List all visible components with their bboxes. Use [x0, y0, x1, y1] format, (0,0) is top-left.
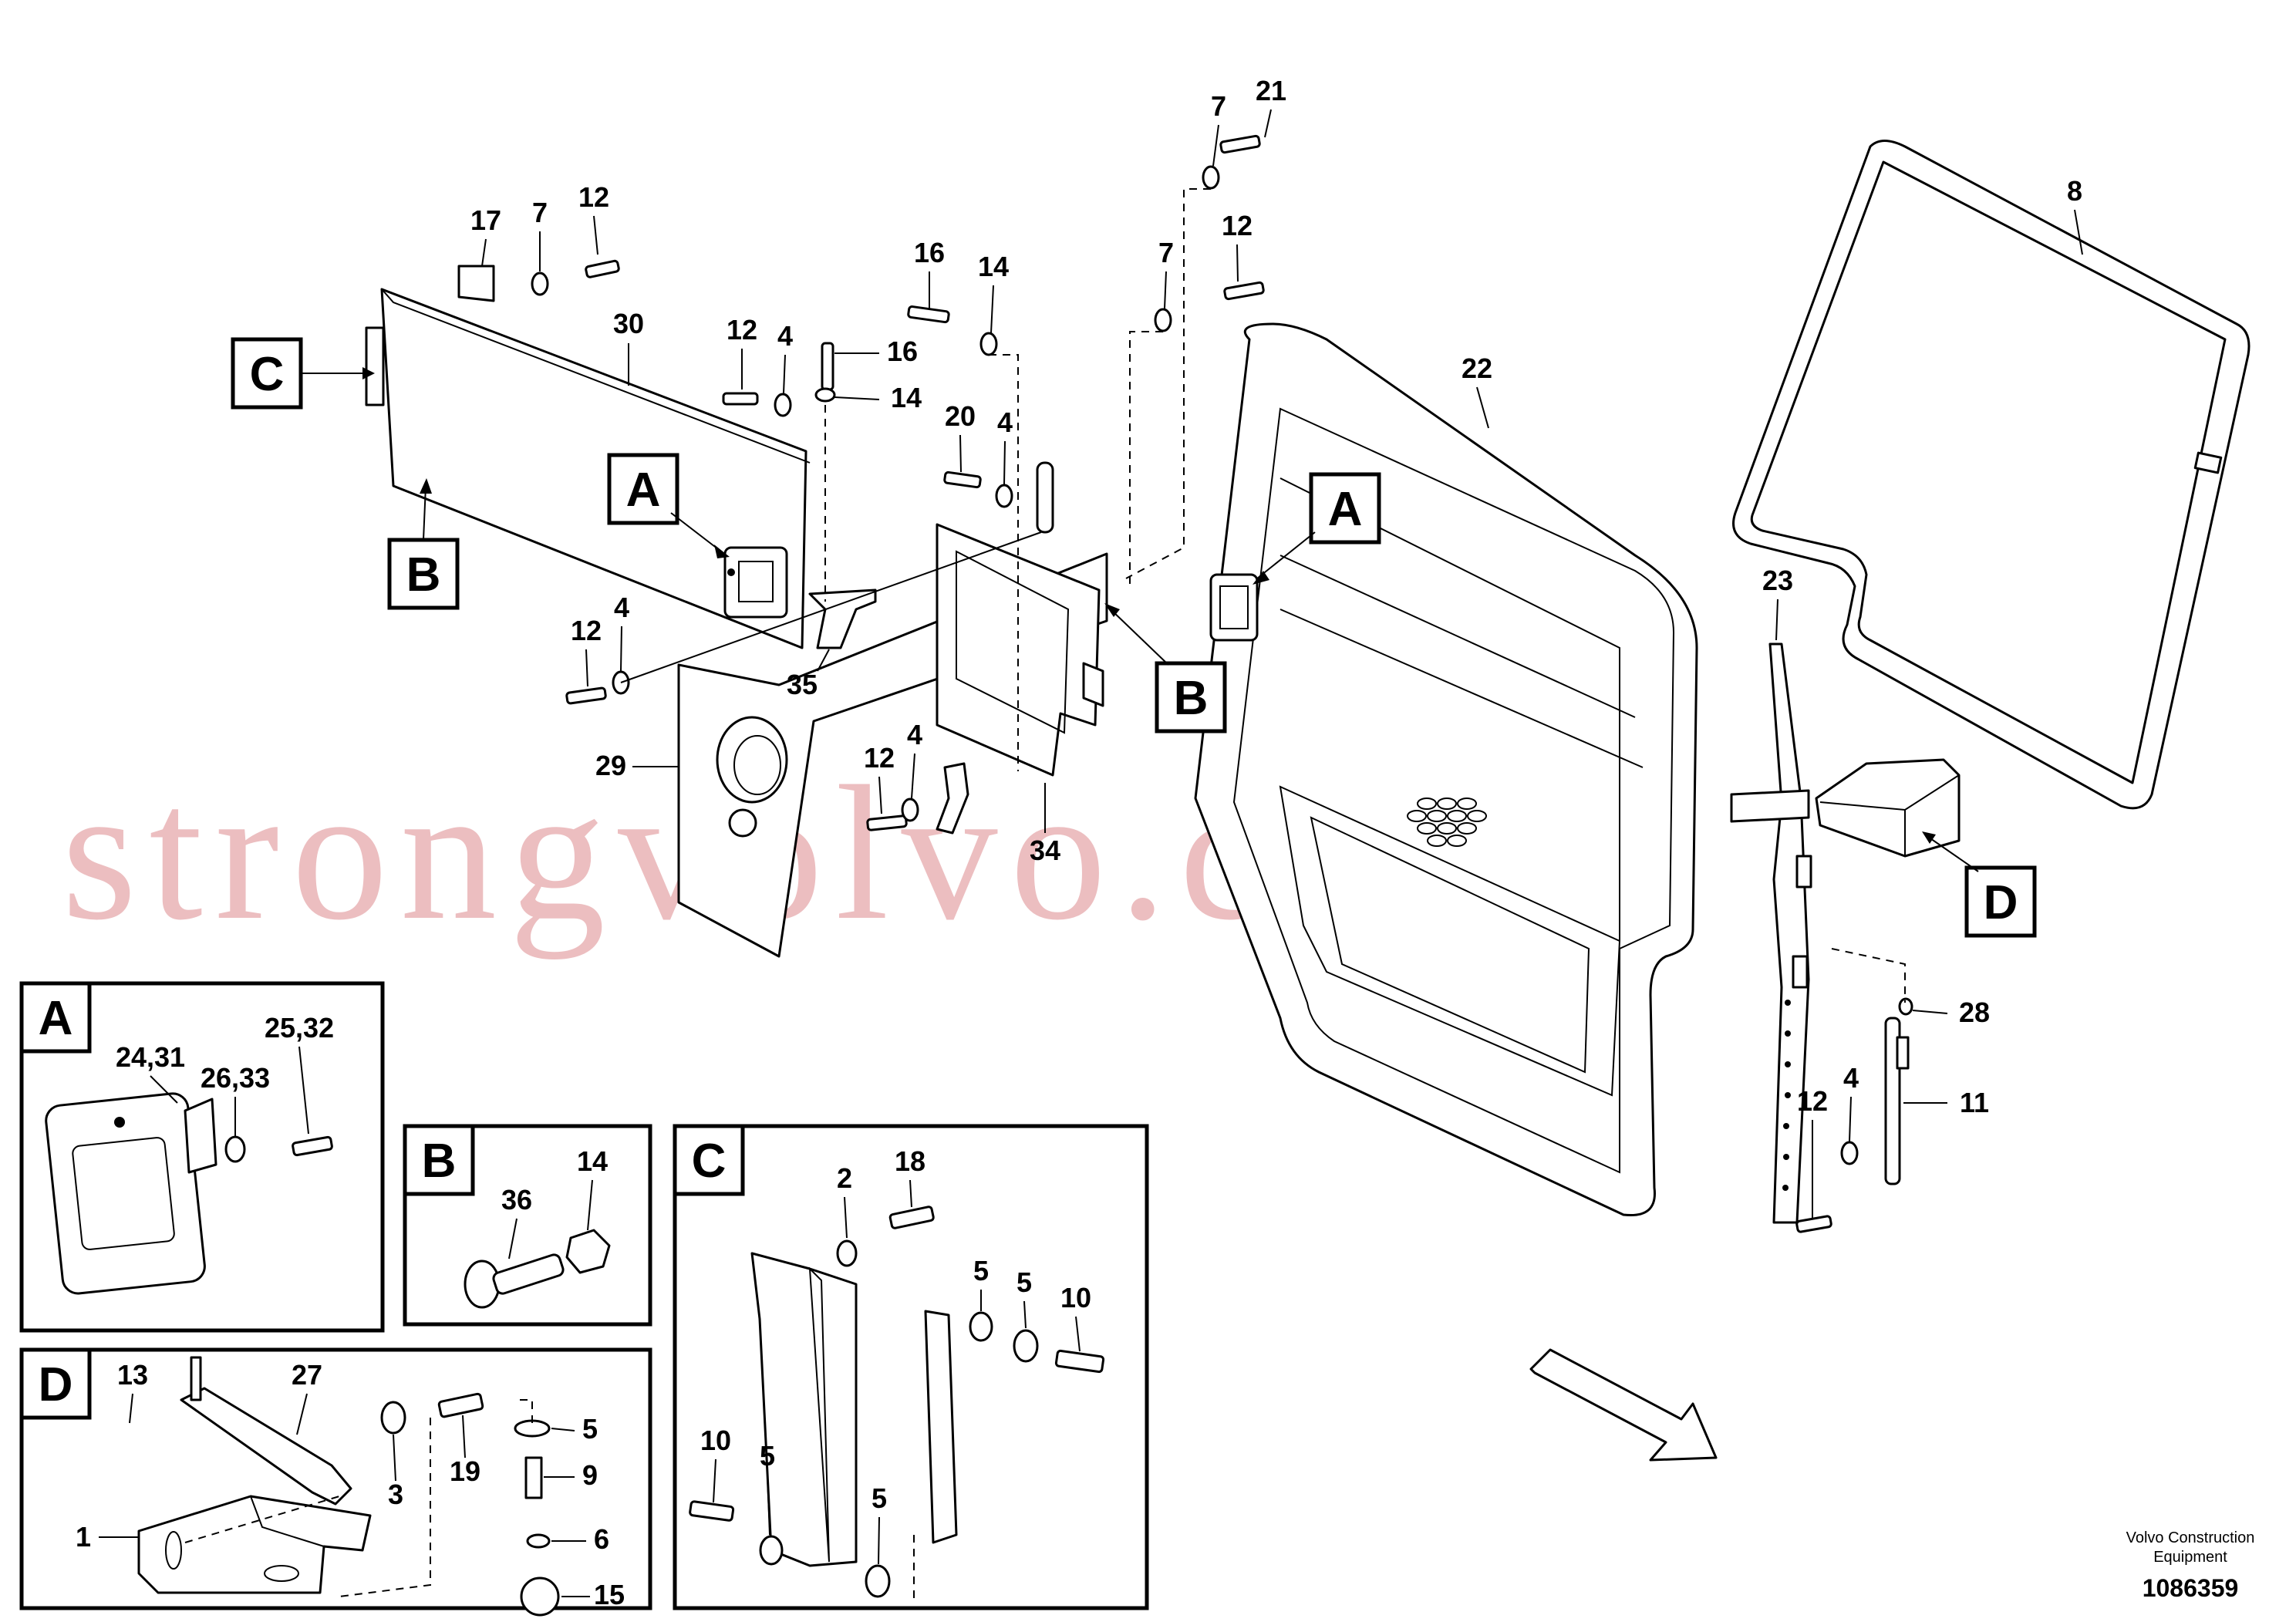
- publisher-line-1: Volvo Construction: [2126, 1529, 2255, 1546]
- svg-text:C: C: [250, 348, 285, 401]
- callout-d-main: D: [1922, 831, 2037, 938]
- fasteners-main: [531, 134, 1913, 1233]
- detail-d: D 13 27 1 3 19 5 9 6 15: [19, 1347, 652, 1617]
- svg-text:18: 18: [895, 1145, 925, 1177]
- publisher-block: Volvo Construction Equipment 1086359: [2126, 1529, 2255, 1602]
- svg-text:B: B: [406, 548, 441, 602]
- svg-text:A: A: [1328, 483, 1363, 536]
- svg-text:D: D: [1984, 876, 2018, 929]
- detail-c: C 2 18 5 5 10 10 5 5: [673, 1124, 1149, 1610]
- svg-text:8: 8: [2067, 175, 2082, 207]
- svg-text:20: 20: [945, 400, 976, 432]
- svg-text:26,33: 26,33: [201, 1062, 270, 1094]
- side-panel-30: [365, 265, 811, 649]
- svg-text:13: 13: [117, 1359, 148, 1391]
- callout-b-main-right: B: [1104, 603, 1227, 733]
- bracket-34: [936, 523, 1104, 777]
- svg-text:12: 12: [864, 742, 895, 774]
- svg-text:7: 7: [1211, 90, 1226, 122]
- door-vent: [1407, 798, 1487, 847]
- svg-text:5: 5: [973, 1255, 989, 1286]
- svg-text:35: 35: [787, 669, 818, 700]
- svg-text:21: 21: [1256, 75, 1286, 106]
- svg-text:12: 12: [571, 615, 602, 646]
- callout-a-main-left: A: [607, 453, 730, 558]
- svg-text:4: 4: [997, 406, 1013, 438]
- svg-text:12: 12: [578, 181, 609, 213]
- svg-text:7: 7: [532, 197, 548, 228]
- svg-text:12: 12: [727, 314, 757, 346]
- svg-text:4: 4: [777, 320, 793, 352]
- svg-text:B: B: [422, 1135, 457, 1188]
- svg-text:14: 14: [577, 1145, 608, 1177]
- door-handle-a: [1209, 573, 1259, 642]
- svg-text:5: 5: [1017, 1266, 1032, 1298]
- svg-text:11: 11: [1960, 1087, 1989, 1118]
- svg-text:C: C: [692, 1135, 727, 1188]
- svg-text:3: 3: [388, 1479, 403, 1510]
- svg-text:30: 30: [613, 308, 644, 339]
- detail-a: A 24,31 26,33 25,32: [19, 981, 385, 1333]
- callout-c-main: C: [231, 337, 375, 410]
- svg-text:10: 10: [1060, 1282, 1091, 1313]
- seal-8: [1732, 140, 2250, 810]
- svg-text:9: 9: [582, 1459, 598, 1491]
- svg-text:19: 19: [450, 1455, 480, 1487]
- svg-text:10: 10: [700, 1425, 731, 1456]
- svg-text:4: 4: [907, 719, 922, 750]
- svg-text:15: 15: [594, 1579, 625, 1610]
- svg-text:6: 6: [594, 1523, 609, 1555]
- panel-handle-a: [723, 546, 788, 619]
- callout-a-main-right: A: [1253, 472, 1381, 585]
- detail-b: B 36 14: [403, 1124, 652, 1327]
- svg-text:14: 14: [891, 382, 922, 413]
- svg-text:28: 28: [1959, 996, 1990, 1028]
- svg-text:A: A: [626, 464, 661, 517]
- svg-text:17: 17: [470, 204, 501, 236]
- svg-text:36: 36: [501, 1184, 532, 1216]
- svg-text:4: 4: [1843, 1062, 1859, 1094]
- svg-text:D: D: [39, 1358, 73, 1411]
- svg-text:29: 29: [595, 750, 626, 781]
- svg-text:A: A: [39, 992, 73, 1045]
- svg-text:4: 4: [614, 592, 629, 623]
- document-number: 1086359: [2143, 1574, 2239, 1602]
- svg-text:12: 12: [1797, 1085, 1828, 1117]
- direction-arrow: [1529, 1348, 1718, 1462]
- svg-text:34: 34: [1030, 835, 1060, 866]
- svg-text:5: 5: [872, 1482, 887, 1514]
- part-labels-main: 17 7 12 30 12 4 16 14 16 14 20 4 12 4 35…: [470, 75, 2083, 1219]
- svg-text:25,32: 25,32: [265, 1012, 334, 1044]
- svg-text:16: 16: [887, 336, 918, 367]
- svg-text:16: 16: [914, 237, 945, 268]
- callout-b-main-left: B: [387, 478, 460, 610]
- svg-text:23: 23: [1762, 565, 1793, 596]
- hinge-bracket-d: [1815, 758, 1961, 858]
- svg-text:5: 5: [760, 1440, 775, 1472]
- svg-text:12: 12: [1222, 210, 1253, 241]
- svg-text:B: B: [1174, 672, 1209, 725]
- door-frame-22: [1194, 322, 1698, 1217]
- svg-text:14: 14: [978, 251, 1009, 282]
- publisher-line-2: Equipment: [2153, 1549, 2227, 1566]
- svg-text:5: 5: [582, 1413, 598, 1445]
- svg-text:2: 2: [837, 1162, 852, 1194]
- svg-text:27: 27: [292, 1359, 322, 1391]
- svg-text:7: 7: [1158, 237, 1174, 268]
- svg-text:22: 22: [1462, 352, 1492, 384]
- svg-text:24,31: 24,31: [116, 1041, 185, 1073]
- hinge-23: [1730, 642, 1812, 1224]
- svg-text:1: 1: [76, 1521, 91, 1553]
- latch-link: [1036, 461, 1054, 534]
- rod-11: [1884, 1017, 1910, 1185]
